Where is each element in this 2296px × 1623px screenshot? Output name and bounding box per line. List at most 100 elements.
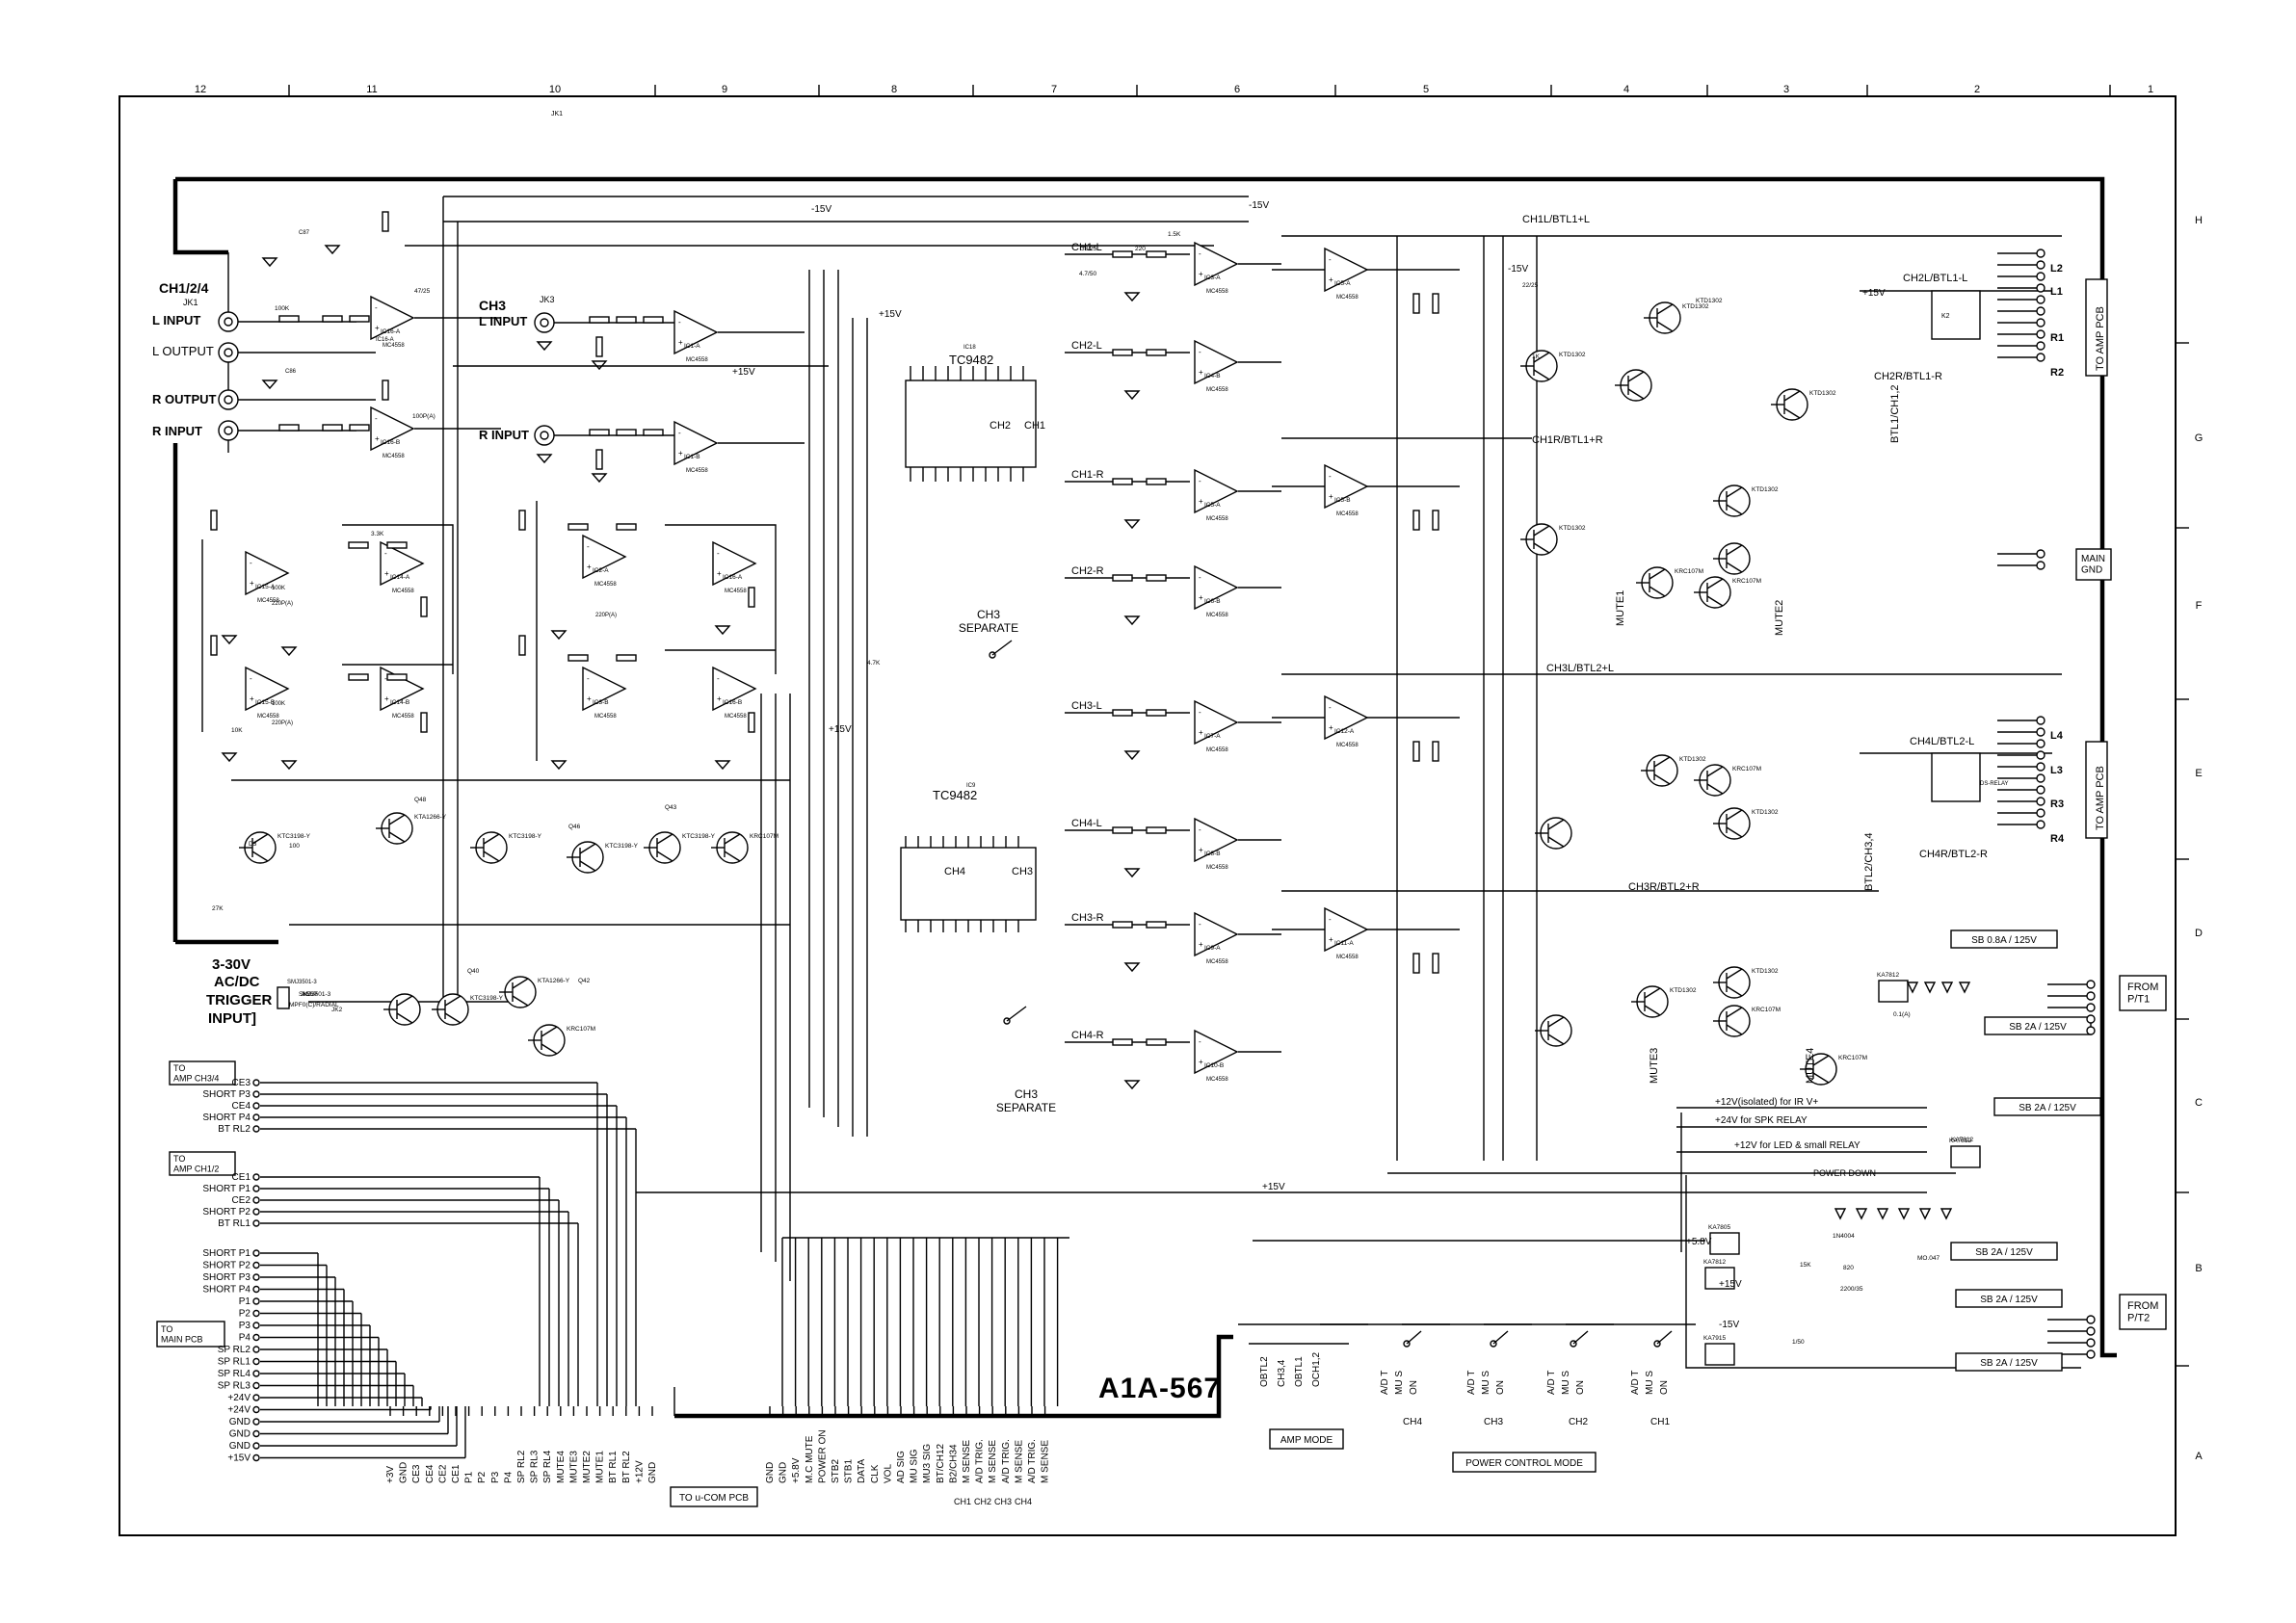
mode-sw-label: OBTL2 xyxy=(1259,1356,1270,1387)
bottom-label-b: M.C MUTE xyxy=(805,1435,815,1483)
l-input-jack-pin xyxy=(224,317,233,327)
ch-under-label: CH2 xyxy=(974,1497,991,1506)
trigger-transistor-0-emitter xyxy=(251,851,269,862)
ch3-label: CH3 xyxy=(479,298,506,313)
opamp-part: MC4558 xyxy=(383,343,405,349)
to-amp-pcb-box-mid xyxy=(2085,741,2108,839)
regulator-3 xyxy=(1878,980,1909,1003)
l-input-jack[interactable] xyxy=(218,311,239,332)
resistor xyxy=(748,587,755,608)
transistor-q17-collector xyxy=(1783,390,1801,402)
ic-ref: IC18 xyxy=(963,345,976,351)
cw12-label: SHORT P4 xyxy=(202,1113,251,1123)
cp13-label: SP RL2 xyxy=(218,1345,251,1355)
part-value: Q43 xyxy=(665,804,677,811)
bottom-label-a: SP RL4 xyxy=(542,1450,553,1483)
ch1l-btl1-label: CH1L/BTL1+L xyxy=(1522,214,1590,225)
opamp-id: IC15-B xyxy=(255,699,275,706)
cw12-label: CE4 xyxy=(232,1101,251,1112)
opamp-channel-ch2r xyxy=(1194,564,1239,611)
ch3-r-input-jack[interactable] xyxy=(534,425,555,446)
switch-contact xyxy=(989,651,996,659)
bottom-label-b: STB2 xyxy=(831,1459,841,1483)
transistor-q15-emitter xyxy=(1726,985,1743,997)
opamp-id: IC5-A xyxy=(1204,502,1221,509)
opamp-pin: + xyxy=(678,449,683,458)
plus15-label: +15V xyxy=(732,367,755,378)
opamp-ic14a xyxy=(380,540,425,587)
trigger-line2: AC/DC xyxy=(214,974,260,990)
opamp-pin: - xyxy=(678,429,681,437)
opamp-id: IC8-B xyxy=(1204,851,1221,857)
tc9482-label-b: TC9482 xyxy=(933,788,977,802)
transistor-q10-collector xyxy=(1706,766,1724,777)
l-output-jack[interactable] xyxy=(218,342,239,363)
cw1-connector-pin xyxy=(2036,260,2045,270)
part-value: 100 xyxy=(289,843,300,850)
ch4r-btl2-label: CH4R/BTL2-R xyxy=(1919,849,1988,860)
cw101-connector-pin xyxy=(2036,750,2045,760)
column-number: 6 xyxy=(1234,84,1240,95)
cw1-connector-pin xyxy=(2036,329,2045,339)
part-value: 3.3K xyxy=(371,531,384,537)
power-ctl-sw-label: ON xyxy=(1575,1380,1586,1395)
cw1-connector-pin xyxy=(2036,341,2045,351)
power-ctl-switch[interactable] xyxy=(1572,1330,1589,1345)
opamp-part: MC4558 xyxy=(392,589,414,594)
resistor xyxy=(210,510,218,531)
opamp-pin: + xyxy=(587,563,592,571)
cp13-label: P2 xyxy=(239,1309,251,1320)
part-value: 820 xyxy=(1843,1265,1854,1271)
opamp-channel-ch4l xyxy=(1194,817,1239,863)
mode-sw-label: CH3,4 xyxy=(1277,1359,1287,1387)
resistor xyxy=(1112,574,1133,582)
resistor xyxy=(386,541,408,549)
power-ctl-switch[interactable] xyxy=(1492,1330,1509,1345)
power-ctl-switch[interactable] xyxy=(1656,1330,1673,1345)
ch124-label: CH1/2/4 xyxy=(159,280,209,296)
opamp-pin: - xyxy=(375,414,378,423)
opamp-part: MC4558 xyxy=(1336,743,1359,748)
cp13-label: SHORT P1 xyxy=(202,1248,251,1259)
cp13-pin xyxy=(252,1453,260,1462)
opamp-pin: + xyxy=(1329,275,1333,284)
part-value: 100P(A) xyxy=(412,413,435,420)
pin-r1: R1 xyxy=(2050,332,2064,344)
cw2-pin xyxy=(252,1173,260,1181)
opamp-part: MC4558 xyxy=(392,714,414,720)
resistor xyxy=(278,424,300,432)
ch3-l-input-jack[interactable] xyxy=(534,312,555,333)
opamp-pin: - xyxy=(1199,920,1201,929)
pin-l1: L1 xyxy=(2050,286,2063,298)
opamp-part: MC4558 xyxy=(594,582,617,588)
relay-ref: K2 xyxy=(1941,313,1950,320)
r-input-jack[interactable] xyxy=(218,420,239,441)
power-ctl-switch[interactable] xyxy=(1406,1330,1422,1345)
opamp-id: IC5-B xyxy=(1334,497,1351,504)
cp13-pin xyxy=(252,1297,260,1305)
fuse-2a-2-label: SB 2A / 125V xyxy=(2019,1103,2076,1113)
bottom-label-a: MUTE4 xyxy=(556,1451,567,1483)
transistor-part: KTD1302 xyxy=(1752,486,1779,493)
part-label: SMJ3501-3 xyxy=(287,980,317,985)
transistor-q6-emitter xyxy=(1706,595,1724,607)
transistor-q2-collector xyxy=(1627,371,1645,382)
cw12-label: CE3 xyxy=(232,1078,251,1088)
mute1-label: MUTE1 xyxy=(1615,590,1626,626)
ch-label: CH4 xyxy=(944,866,965,877)
jk1-label: JK1 xyxy=(183,298,198,307)
ch2r-btl1-label: CH2R/BTL1-R xyxy=(1874,371,1942,382)
rail-led-label: +12V for LED & small RELAY xyxy=(1734,1140,1861,1151)
opamp-part: MC4558 xyxy=(1206,747,1228,753)
cp13-pin xyxy=(252,1381,260,1390)
ch3-separate-switch[interactable] xyxy=(991,640,1013,656)
transistor-part: KTC3198-Y xyxy=(277,833,311,840)
bottom-label-a: P3 xyxy=(490,1471,501,1483)
trigger-jack[interactable] xyxy=(277,986,290,1009)
opamp-pin: + xyxy=(1329,492,1333,501)
r-output-jack[interactable] xyxy=(218,389,239,410)
rail-spk-label: +24V for SPK RELAY xyxy=(1715,1115,1808,1126)
ch3-separate-switch-b[interactable] xyxy=(1006,1006,1027,1022)
